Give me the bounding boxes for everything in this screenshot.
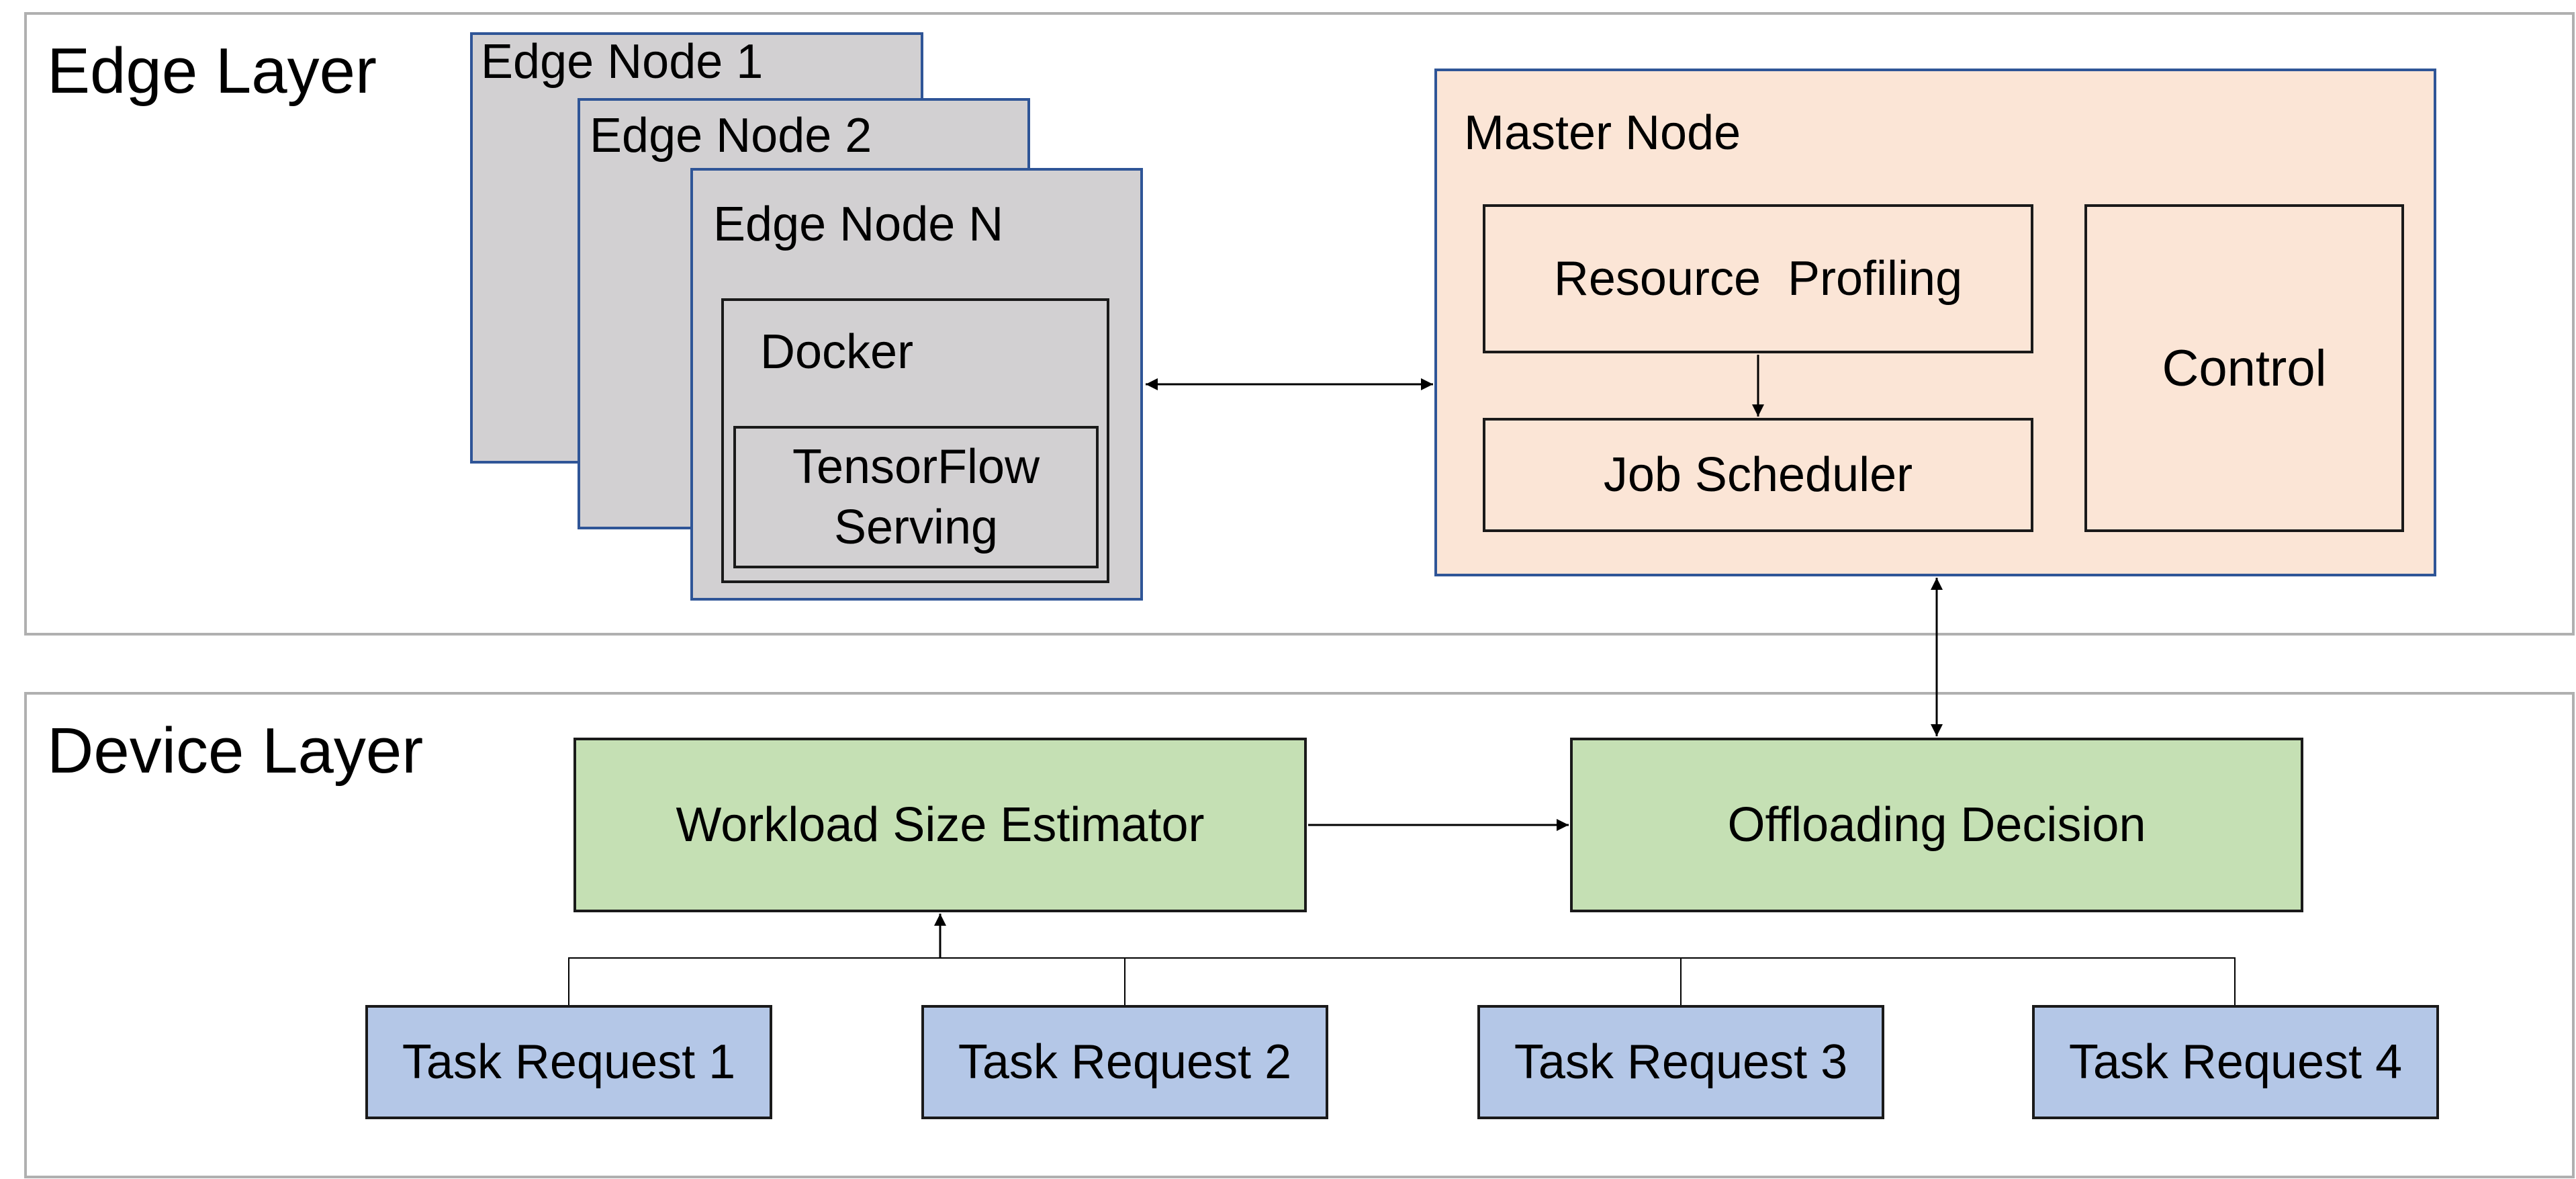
workload-size-estimator-box: Workload Size Estimator (573, 738, 1307, 912)
task-request-1: Task Request 1 (365, 1005, 772, 1119)
resource-profiling-box: Resource Profiling (1483, 204, 2033, 353)
tensorflow-serving-label: TensorFlow Serving (792, 440, 1040, 554)
tensorflow-serving-box: TensorFlow Serving (733, 426, 1099, 568)
job-scheduler-label: Job Scheduler (1603, 448, 1913, 502)
task-request-4-label: Task Request 4 (2068, 1035, 2403, 1089)
edge-node-n (690, 168, 1143, 601)
task-request-2: Task Request 2 (921, 1005, 1328, 1119)
task-request-3: Task Request 3 (1477, 1005, 1884, 1119)
control-box: Control (2084, 204, 2404, 532)
offloading-decision-label: Offloading Decision (1727, 798, 2146, 852)
docker-container (721, 298, 1109, 583)
job-scheduler-box: Job Scheduler (1483, 418, 2033, 532)
device-layer-label: Device Layer (47, 715, 424, 787)
docker-label: Docker (760, 325, 914, 379)
edge-node-2-label: Edge Node 2 (590, 109, 872, 163)
task-request-1-label: Task Request 1 (402, 1035, 736, 1089)
task-request-3-label: Task Request 3 (1514, 1035, 1848, 1089)
master-node-label: Master Node (1464, 106, 1741, 160)
workload-size-estimator-label: Workload Size Estimator (676, 798, 1205, 852)
task-request-4: Task Request 4 (2032, 1005, 2439, 1119)
task-request-2-label: Task Request 2 (958, 1035, 1292, 1089)
edge-node-n-label: Edge Node N (713, 198, 1004, 251)
edge-node-1-label: Edge Node 1 (481, 35, 764, 89)
edge-layer-label: Edge Layer (47, 35, 377, 107)
control-label: Control (2162, 339, 2327, 397)
offloading-decision-box: Offloading Decision (1570, 738, 2303, 912)
resource-profiling-label: Resource Profiling (1553, 252, 1963, 306)
